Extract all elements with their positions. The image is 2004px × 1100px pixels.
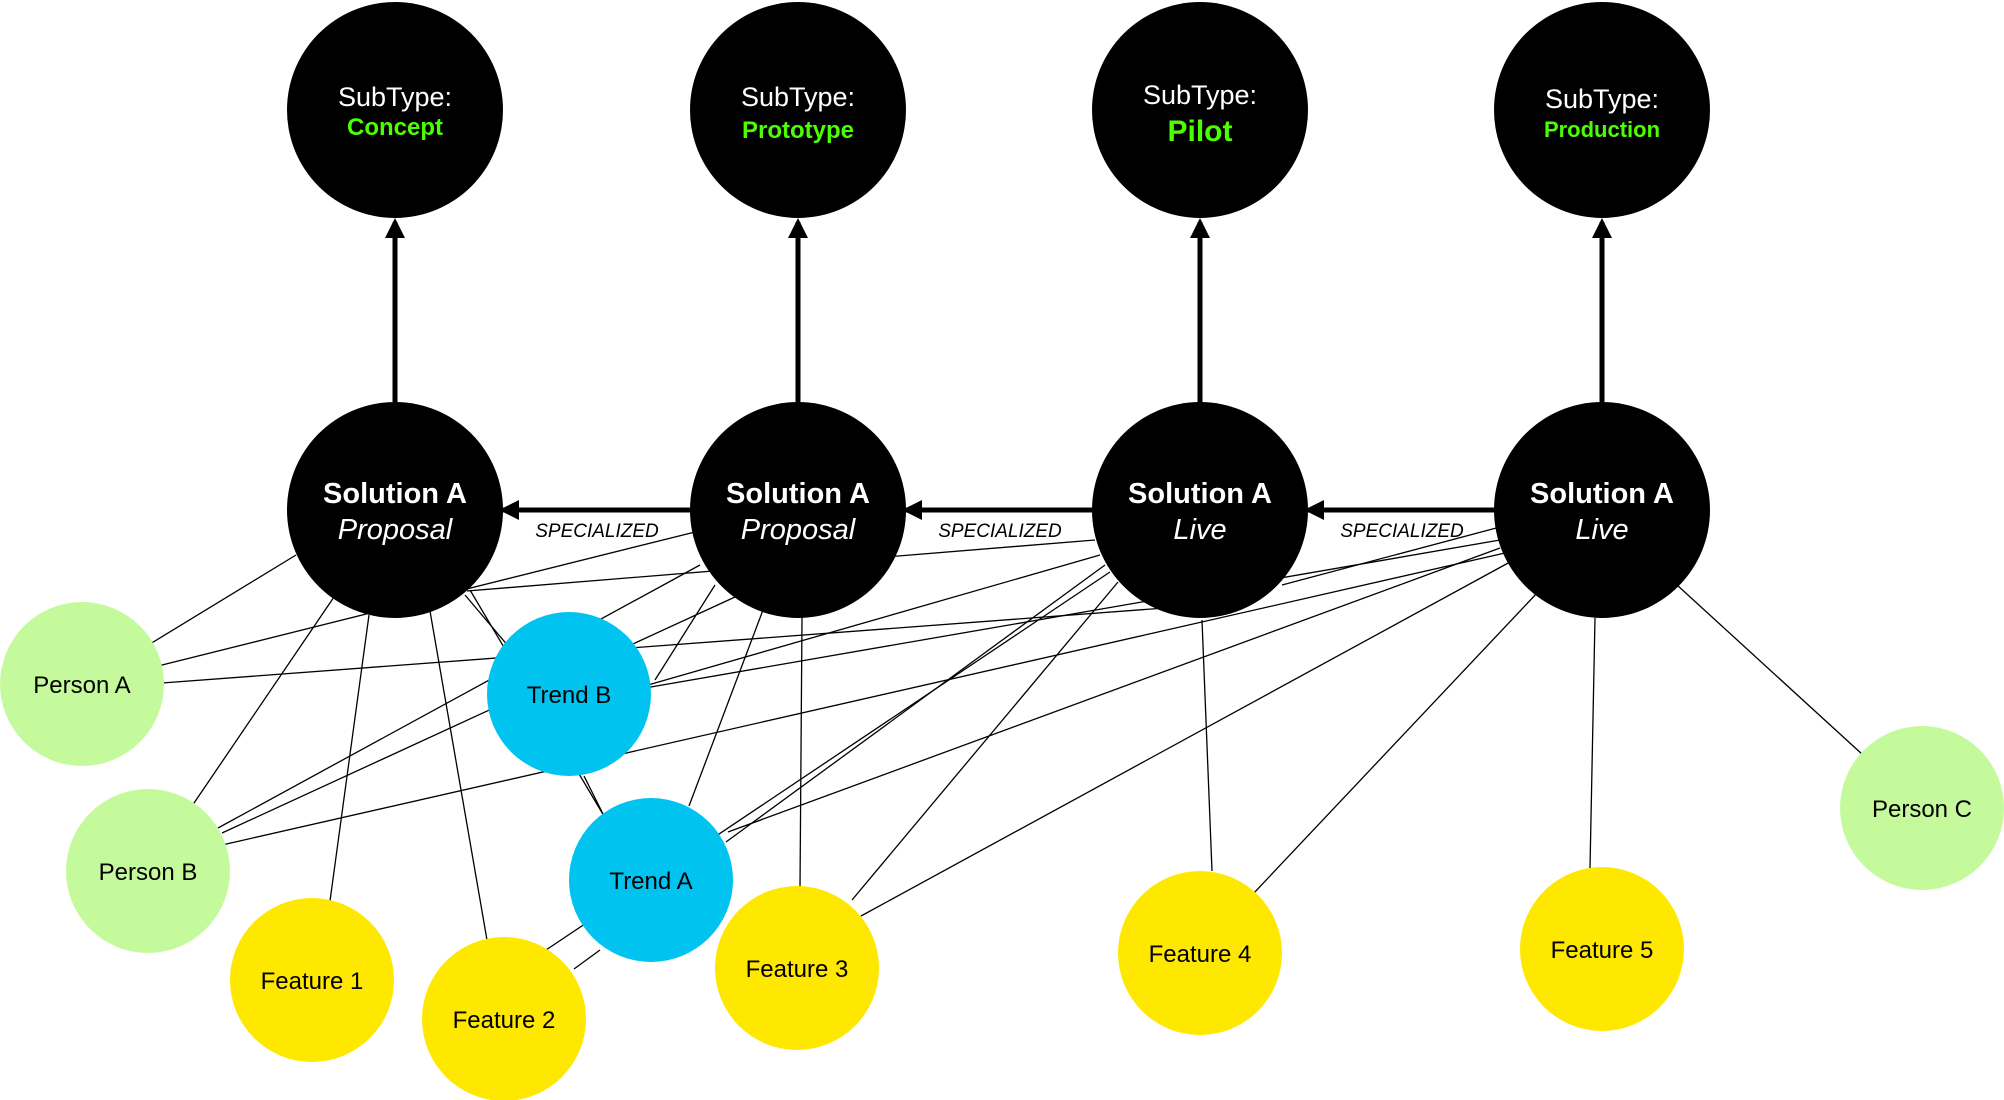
edge-solution4-feature-4 <box>1252 591 1539 895</box>
feature-node-circle <box>1520 867 1684 1031</box>
solution-node-4[interactable]: Solution A Live <box>1494 402 1710 618</box>
edge-solution3-person-a <box>161 607 1166 684</box>
feature-label: Feature 4 <box>1149 941 1252 968</box>
person-node-c[interactable]: Person C <box>1840 726 2004 890</box>
subtype-node-circle <box>1092 2 1308 218</box>
edge-trend-a-feature-2 <box>573 949 601 970</box>
specialized-label-3: SPECIALIZED <box>1340 521 1464 542</box>
feature-node-circle <box>230 898 394 1062</box>
edge-solution2-person-b-2 <box>221 596 736 834</box>
feature-node-circle <box>715 886 879 1050</box>
subtype-value: Concept <box>347 114 443 141</box>
edge-solution4-feature-5 <box>1589 617 1596 869</box>
subtype-label: SubType: <box>741 82 855 112</box>
edge-solution4-solution3 <box>1281 526 1501 586</box>
solution-name: Solution A <box>323 478 467 510</box>
person-label: Person C <box>1872 796 1972 823</box>
solution-name: Solution A <box>1530 478 1674 510</box>
person-node-b[interactable]: Person B <box>66 789 230 953</box>
person-node-circle <box>1840 726 2004 890</box>
solution-node-circle <box>287 402 503 618</box>
subtype-node-pilot[interactable]: SubType: Pilot <box>1092 2 1308 218</box>
trend-node-circle <box>487 612 651 776</box>
subtype-arrows <box>385 218 1612 402</box>
edge-solution3-trend-a <box>725 564 1106 843</box>
solution-status: Live <box>1173 514 1226 546</box>
edge-solution2-trend-b <box>654 584 716 681</box>
solution-node-1[interactable]: Solution A Proposal <box>287 402 503 618</box>
subtype-node-production[interactable]: SubType: Production <box>1494 2 1710 218</box>
specialized-label-1: SPECIALIZED <box>535 521 659 542</box>
feature-label: Feature 2 <box>453 1007 556 1034</box>
feature-nodes: Feature 1 Feature 2 Feature 3 Feature 4 … <box>230 867 1684 1100</box>
subtype-label: SubType: <box>1545 84 1659 114</box>
subtype-node-circle <box>287 2 503 218</box>
solution-status: Proposal <box>741 514 857 546</box>
feature-node-4[interactable]: Feature 4 <box>1118 871 1282 1035</box>
person-label: Person B <box>99 859 198 886</box>
edge-solution2-person-b-1 <box>217 564 701 829</box>
solution-status: Live <box>1575 514 1628 546</box>
solution-node-circle <box>1494 402 1710 618</box>
subtype-nodes: SubType: Concept SubType: Prototype SubT… <box>287 2 1710 218</box>
edge-solution1-feature-2 <box>429 610 488 941</box>
trend-node-b[interactable]: Trend B <box>487 612 651 776</box>
solution-node-circle <box>1092 402 1308 618</box>
solution-node-3[interactable]: Solution A Live <box>1092 402 1308 618</box>
solution-nodes: Solution A Proposal Solution A Proposal … <box>287 402 1710 618</box>
specialized-arrows: SPECIALIZED SPECIALIZED SPECIALIZED <box>499 500 1495 542</box>
edge-solution4-person-c <box>1676 584 1864 756</box>
subtype-value: Prototype <box>742 117 854 144</box>
subtype-node-concept[interactable]: SubType: Concept <box>287 2 503 218</box>
edge-solution4-trend-a <box>727 547 1501 833</box>
subtype-value: Production <box>1544 117 1660 142</box>
edge-solution4-trend-b <box>644 539 1501 689</box>
edge-solution2-feature-3 <box>799 617 803 889</box>
subtype-node-circle <box>690 2 906 218</box>
subtype-label: SubType: <box>338 82 452 112</box>
trend-label: Trend B <box>527 682 611 709</box>
solution-node-2[interactable]: Solution A Proposal <box>690 402 906 618</box>
feature-node-3[interactable]: Feature 3 <box>715 886 879 1050</box>
solution-status: Proposal <box>338 514 454 546</box>
subtype-value: Pilot <box>1168 115 1233 148</box>
trend-node-a[interactable]: Trend A <box>569 798 733 962</box>
solution-name: Solution A <box>1128 478 1272 510</box>
edge-solution3-feature-3 <box>851 581 1119 901</box>
feature-node-circle <box>1118 871 1282 1035</box>
edge-solution1-person-a <box>149 554 297 645</box>
person-node-circle <box>0 602 164 766</box>
person-node-a[interactable]: Person A <box>0 602 164 766</box>
person-node-circle <box>66 789 230 953</box>
edge-solution3-feature-4 <box>1201 619 1213 872</box>
trend-label: Trend A <box>609 868 692 895</box>
feature-node-5[interactable]: Feature 5 <box>1520 867 1684 1031</box>
person-nodes: Person A Person B Person C <box>0 602 2004 953</box>
feature-node-1[interactable]: Feature 1 <box>230 898 394 1062</box>
edge-solution1-feature-1 <box>329 614 370 902</box>
edge-solution3-trend-b <box>647 554 1101 686</box>
feature-label: Feature 3 <box>746 956 849 983</box>
edge-solution1-person-b <box>191 596 335 807</box>
subtype-label: SubType: <box>1143 80 1257 110</box>
trend-node-circle <box>569 798 733 962</box>
edge-trend-b-trend-a <box>583 775 605 817</box>
feature-label: Feature 5 <box>1551 937 1654 964</box>
subtype-node-circle <box>1494 2 1710 218</box>
edge-solution4-person-b <box>221 552 1506 846</box>
edge-solution4-feature-3 <box>860 561 1511 917</box>
specialized-label-2: SPECIALIZED <box>938 521 1062 542</box>
solution-name: Solution A <box>726 478 870 510</box>
person-label: Person A <box>33 672 130 699</box>
trend-nodes: Trend B Trend A <box>487 612 733 962</box>
subtype-node-prototype[interactable]: SubType: Prototype <box>690 2 906 218</box>
edge-solution2-trend-a <box>688 609 764 807</box>
feature-node-2[interactable]: Feature 2 <box>422 937 586 1100</box>
feature-label: Feature 1 <box>261 968 364 995</box>
solution-node-circle <box>690 402 906 618</box>
feature-node-circle <box>422 937 586 1100</box>
